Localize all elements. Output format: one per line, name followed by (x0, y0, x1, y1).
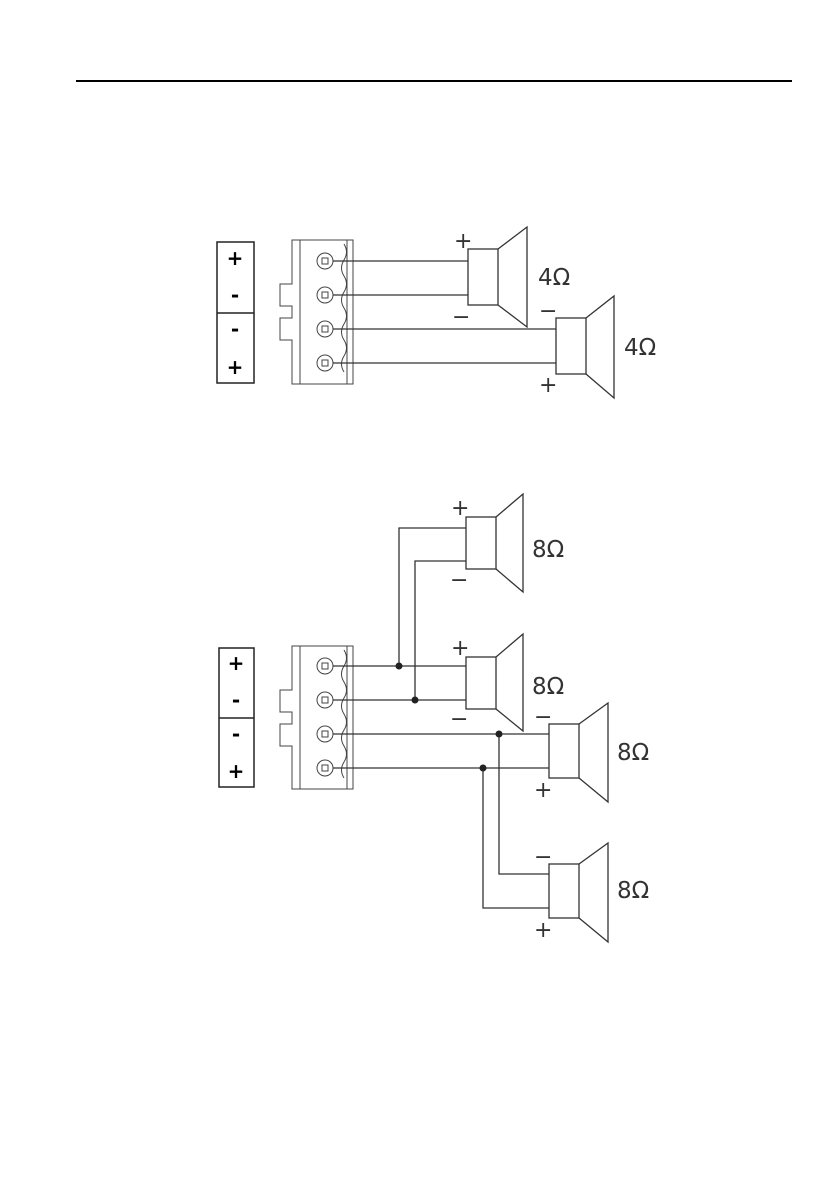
polarity-label: + (228, 651, 245, 675)
speaker-minus-label: − (452, 305, 470, 330)
wires-1 (333, 261, 556, 363)
speaker-plus-label: + (451, 496, 469, 521)
speaker-impedance: 8Ω (617, 740, 649, 766)
terminal-screw (317, 253, 333, 269)
speaker-plus-label: + (451, 636, 469, 661)
speaker-minus-label: − (450, 707, 468, 732)
speaker-plus-label: + (454, 229, 472, 254)
polarity-label: - (231, 317, 239, 341)
speaker-plus-label: + (539, 373, 557, 398)
junction-dot (480, 765, 487, 772)
diagram-2: + - - + (219, 494, 649, 943)
speaker-minus-label: − (539, 299, 557, 324)
junction-dot (396, 663, 403, 670)
wires-2 (333, 528, 549, 908)
speaker-impedance: 8Ω (617, 878, 649, 904)
speaker-minus-label: − (450, 568, 468, 593)
speaker-plus-label: + (534, 778, 552, 803)
speaker-1b: − + 4Ω (539, 296, 656, 398)
terminal-screw (317, 760, 333, 776)
speaker-minus-label: − (534, 845, 552, 870)
terminal-screw (317, 321, 333, 337)
speaker-impedance: 8Ω (532, 674, 564, 700)
speaker-plus-label: + (534, 918, 552, 943)
terminal-screw (317, 287, 333, 303)
speaker-2c: − + 8Ω (534, 703, 649, 803)
polarity-label: - (231, 283, 239, 307)
speaker-impedance: 4Ω (624, 335, 656, 361)
polarity-block-1: + - - + (217, 242, 254, 383)
speaker-2d: − + 8Ω (534, 843, 649, 943)
junction-dot (412, 697, 419, 704)
polarity-label: + (227, 355, 244, 379)
polarity-label: + (228, 759, 245, 783)
terminal-screw (317, 658, 333, 674)
polarity-label: - (232, 688, 240, 712)
terminal-screw (317, 726, 333, 742)
speaker-impedance: 8Ω (532, 537, 564, 563)
diagram-1: + - - + + − 4Ω (217, 227, 656, 398)
terminal-screw (317, 355, 333, 371)
speaker-2a: + − 8Ω (450, 494, 564, 593)
polarity-block-2: + - - + (219, 648, 254, 787)
polarity-label: + (227, 246, 244, 270)
speaker-minus-label: − (534, 705, 552, 730)
junction-dot (496, 731, 503, 738)
polarity-label: - (232, 722, 240, 746)
speaker-impedance: 4Ω (538, 265, 570, 291)
terminal-screw (317, 692, 333, 708)
